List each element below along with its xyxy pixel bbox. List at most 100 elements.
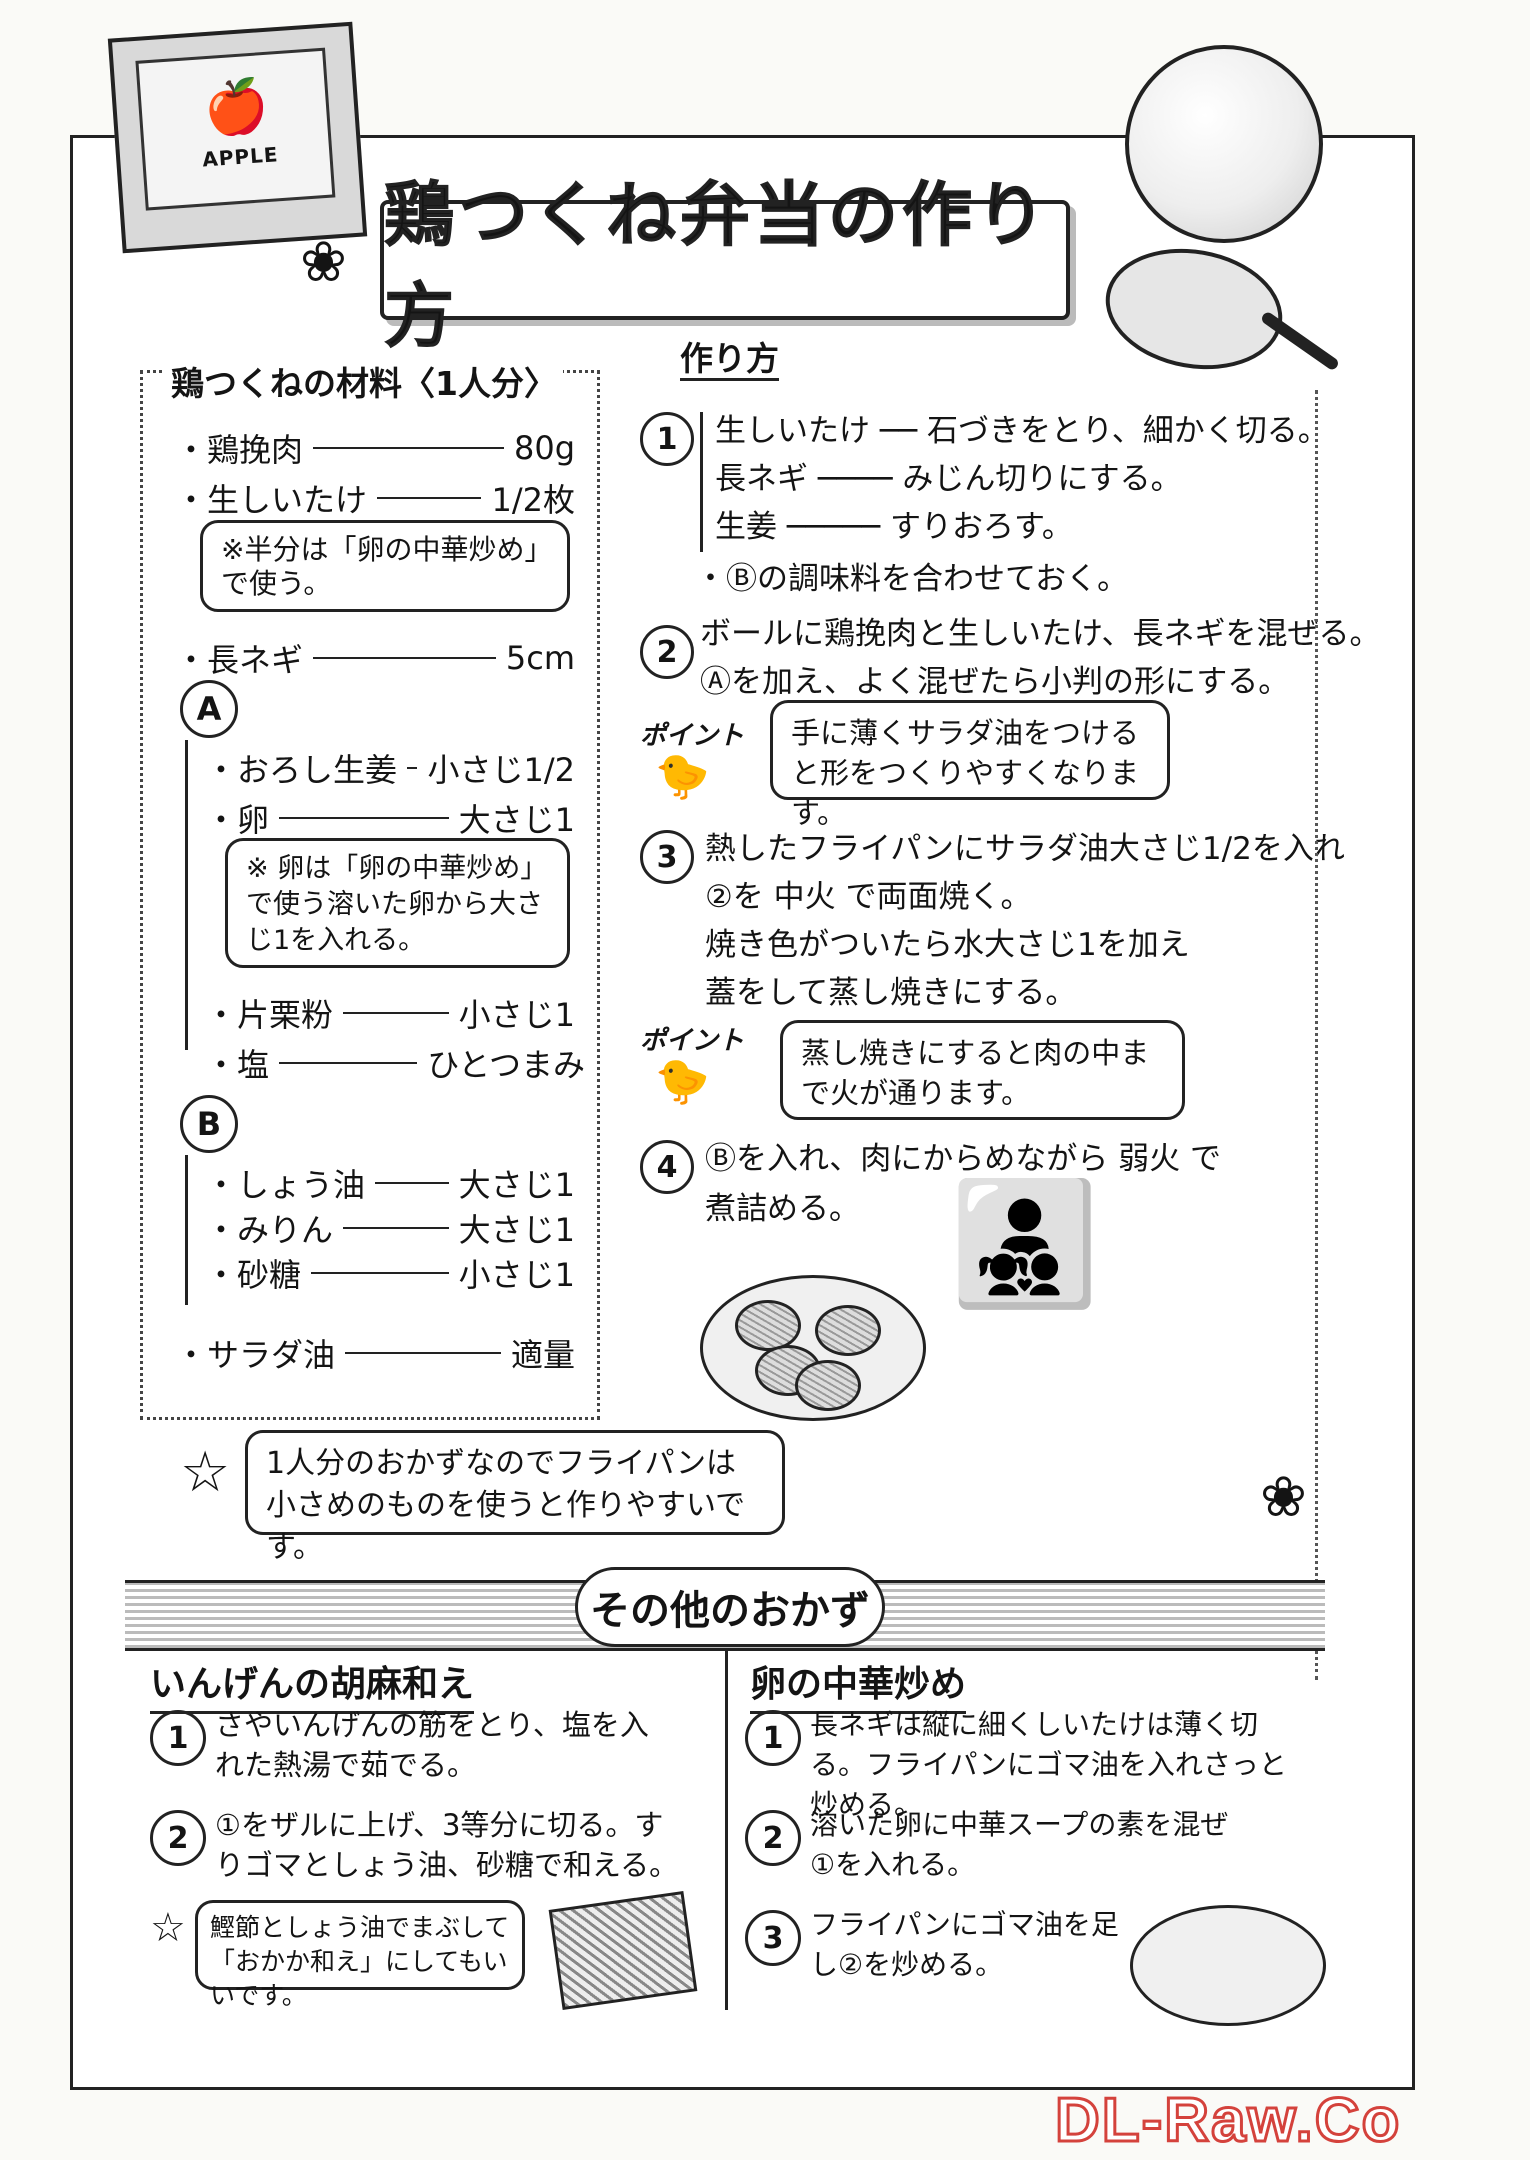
ingredient-qty: 小さじ1 bbox=[458, 1256, 575, 1294]
ingredient-qty: 大さじ1 bbox=[458, 1166, 575, 1204]
ingredient-name: ・塩 bbox=[205, 1046, 270, 1084]
ingredient-name: ・長ネギ bbox=[175, 641, 304, 679]
ingredient-row: ・みりん 大さじ1 bbox=[205, 1205, 575, 1251]
apple-icon: 🍎 bbox=[201, 75, 271, 141]
step-line: 焼き色がついたら水大さじ1を加え bbox=[705, 927, 1190, 963]
ingredients-heading: 鶏つくねの材料〈1人分〉 bbox=[165, 365, 563, 403]
step-line: 煮詰める。 bbox=[705, 1191, 860, 1227]
ingredient-row: ・鶏挽肉 80g bbox=[175, 425, 575, 471]
ingredient-row: ・砂糖 小さじ1 bbox=[205, 1250, 575, 1296]
step-number: 2 bbox=[640, 625, 694, 679]
point-label: ポイント bbox=[640, 1026, 745, 1056]
point-label: ポイント bbox=[640, 721, 745, 751]
bird-icon: 🐤 bbox=[655, 751, 710, 802]
leader-line bbox=[279, 817, 449, 819]
ingredient-row: ・塩 ひとつまみ bbox=[205, 1040, 585, 1086]
ingredient-note: ※半分は「卵の中華炒め」で使う。 bbox=[200, 520, 570, 612]
step-number: 2 bbox=[150, 1810, 206, 1866]
leader-line bbox=[343, 1227, 449, 1229]
method-heading: 作り方 bbox=[680, 340, 779, 381]
family-illustration: 👨‍👧‍👦 bbox=[950, 1175, 1100, 1314]
flower-icon: ❀ bbox=[1260, 1465, 1307, 1530]
watermark: DL-Raw.Co bbox=[1053, 2085, 1402, 2157]
ingredient-row: ・おろし生姜 小さじ1/2 bbox=[205, 745, 575, 791]
step-line: 長ネギ ──── みじん切りにする。 bbox=[715, 461, 1182, 497]
group-a-badge: A bbox=[180, 680, 238, 738]
step-number: 1 bbox=[640, 412, 694, 466]
group-b-badge: B bbox=[180, 1095, 238, 1153]
title-frame: 鶏つくね弁当の作り方 bbox=[380, 174, 1070, 358]
step-number: 2 bbox=[745, 1810, 801, 1866]
ingredient-name: ・おろし生姜 bbox=[205, 751, 398, 789]
ingredient-qty: 大さじ1 bbox=[458, 1211, 575, 1249]
step-line: 生しいたけ ── 石づきをとり、細かく切る。 bbox=[715, 413, 1329, 449]
ingredient-qty: 5cm bbox=[505, 639, 575, 677]
step-line: ボールに鶏挽肉と生しいたけ、長ネギを混ぜる。 bbox=[700, 616, 1381, 652]
ingredient-note: ※ 卵は「卵の中華炒め」で使う溶いた卵から大さじ1を入れる。 bbox=[225, 838, 570, 968]
right-step: 長ネギは縦に細くしいたけは薄く切る。フライパンにゴマ油を入れさっと炒める。 bbox=[810, 1708, 1287, 1821]
ingredient-qty: 80g bbox=[513, 429, 575, 467]
ingredient-name: ・サラダ油 bbox=[175, 1336, 336, 1374]
ingredient-qty: 大さじ1 bbox=[458, 801, 575, 839]
star-icon: ☆ bbox=[180, 1440, 231, 1505]
right-step: 溶いた卵に中華スープの素を混ぜ①を入れる。 bbox=[810, 1808, 1229, 1881]
star-icon: ☆ bbox=[150, 1905, 186, 1951]
ingredient-name: ・生しいたけ bbox=[175, 481, 368, 519]
tip-bubble: 1人分のおかずなのでフライパンは小さめのものを使うと作りやすいです。 bbox=[245, 1430, 785, 1565]
point-bubble: 手に薄くサラダ油をつけると形をつくりやすくなります。 bbox=[770, 700, 1170, 830]
step-line: 熱したフライパンにサラダ油大さじ1/2を入れ bbox=[705, 831, 1345, 867]
ingredient-name: ・卵 bbox=[205, 801, 270, 839]
ingredient-row: ・卵 大さじ1 bbox=[205, 795, 575, 841]
step-number: 4 bbox=[640, 1140, 694, 1194]
book-label: APPLE bbox=[201, 142, 280, 172]
ingredient-qty: 小さじ1/2 bbox=[427, 751, 575, 789]
left-tip: 鰹節としょう油でまぶして「おかか和え」にしてもいいです。 bbox=[195, 1900, 525, 2010]
leader-line bbox=[279, 1062, 418, 1064]
ingredient-name: ・砂糖 bbox=[205, 1256, 302, 1294]
flower-icon: ❀ bbox=[300, 230, 347, 295]
step-bracket bbox=[700, 412, 703, 552]
others-heading: その他のおかず bbox=[575, 1567, 885, 1647]
leader-line bbox=[345, 1352, 501, 1354]
ingredient-row: ・しょう油 大さじ1 bbox=[205, 1160, 575, 1206]
step-number: 3 bbox=[640, 830, 694, 884]
left-step: さやいんげんの筋をとり、塩を入れた熱湯で茹でる。 bbox=[215, 1708, 649, 1782]
apple-book-illustration: 🍎 APPLE bbox=[107, 21, 368, 254]
ingredient-name: ・片栗粉 bbox=[205, 996, 334, 1034]
group-b-bracket bbox=[185, 1155, 188, 1305]
tsukune-patty bbox=[815, 1305, 881, 1356]
sesame-dish-illustration bbox=[548, 1891, 698, 2010]
step-line: 生姜 ───── すりおろす。 bbox=[715, 509, 1073, 545]
plate-illustration bbox=[700, 1275, 926, 1421]
ingredient-qty: 1/2枚 bbox=[491, 481, 575, 519]
ingredient-row: ・サラダ油 適量 bbox=[175, 1330, 575, 1376]
leader-line bbox=[313, 447, 504, 449]
leader-line bbox=[375, 1182, 449, 1184]
right-dish-title: 卵の中華炒め bbox=[750, 1655, 967, 1714]
vine-decoration bbox=[1285, 390, 1318, 1680]
ingredient-qty: 適量 bbox=[510, 1336, 575, 1374]
step-line: Ⓐを加え、よく混ぜたら小判の形にする。 bbox=[700, 664, 1290, 700]
step-number: 1 bbox=[745, 1710, 801, 1766]
step-line: ・Ⓑの調味料を合わせておく。 bbox=[695, 561, 1129, 597]
left-step: ①をザルに上げ、3等分に切る。すりゴマとしょう油、砂糖で和える。 bbox=[215, 1808, 679, 1882]
left-dish-title: いんげんの胡麻和え bbox=[150, 1655, 475, 1714]
page-title: 鶏つくね弁当の作り方 bbox=[384, 174, 1050, 358]
point-bubble: 蒸し焼きにすると肉の中まで火が通ります。 bbox=[780, 1020, 1185, 1120]
step-number: 3 bbox=[745, 1910, 801, 1966]
glass-bowl-illustration bbox=[1125, 45, 1323, 243]
leader-line bbox=[343, 1012, 449, 1014]
ingredient-row: ・長ネギ 5cm bbox=[175, 635, 575, 681]
bird-icon: 🐤 bbox=[655, 1056, 710, 1107]
leader-line bbox=[407, 767, 418, 769]
group-a-bracket bbox=[185, 740, 188, 1050]
step-line: 蓋をして蒸し焼きにする。 bbox=[705, 975, 1077, 1011]
ingredient-name: ・鶏挽肉 bbox=[175, 431, 304, 469]
book-cover: 🍎 APPLE bbox=[135, 47, 336, 211]
leader-line bbox=[377, 497, 482, 499]
ingredient-row: ・片栗粉 小さじ1 bbox=[205, 990, 575, 1036]
leader-line bbox=[313, 657, 496, 659]
ingredient-qty: ひとつまみ bbox=[427, 1046, 585, 1084]
right-step: フライパンにゴマ油を足し②を炒める。 bbox=[810, 1908, 1119, 1981]
ingredient-name: ・みりん bbox=[205, 1211, 334, 1249]
